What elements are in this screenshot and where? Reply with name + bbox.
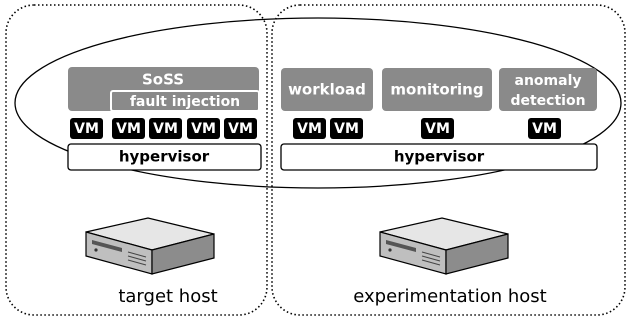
target-host-boundary bbox=[5, 4, 268, 316]
fault-injection-label: fault injection bbox=[130, 94, 240, 110]
monitoring-box bbox=[382, 68, 492, 111]
experimentation-host-label: experimentation host bbox=[353, 286, 546, 307]
svg-text:VM: VM bbox=[532, 121, 557, 137]
server-rack-icon bbox=[85, 217, 215, 275]
vm-box: VM bbox=[187, 118, 220, 139]
svg-text:VM: VM bbox=[153, 121, 178, 137]
vm-box: VM bbox=[149, 118, 182, 139]
workload-box bbox=[281, 68, 373, 111]
vm-box: VM bbox=[528, 118, 561, 139]
anomaly-detection-box bbox=[499, 68, 597, 111]
system-scope-ellipse bbox=[14, 17, 622, 189]
vm-box: VM bbox=[70, 118, 103, 139]
monitoring-label: monitoring bbox=[390, 81, 483, 99]
svg-text:VM: VM bbox=[74, 121, 99, 137]
vm-box: VM bbox=[330, 118, 363, 139]
vm-box: VM bbox=[293, 118, 326, 139]
experimentation-hypervisor-box bbox=[280, 143, 598, 171]
fault-injection-box bbox=[110, 90, 260, 112]
vm-box: VM bbox=[112, 118, 145, 139]
experimentation-hypervisor-label: hypervisor bbox=[394, 148, 485, 166]
target-hypervisor-box bbox=[67, 143, 262, 171]
svg-text:VM: VM bbox=[116, 121, 141, 137]
vm-box: VM bbox=[224, 118, 257, 139]
svg-text:VM: VM bbox=[191, 121, 216, 137]
svg-text:VM: VM bbox=[334, 121, 359, 137]
vm-box: VM bbox=[421, 118, 454, 139]
server-rack-icon bbox=[379, 217, 509, 275]
svg-text:VM: VM bbox=[297, 121, 322, 137]
experimentation-host-boundary bbox=[271, 4, 626, 316]
workload-label: workload bbox=[288, 81, 366, 99]
svg-text:VM: VM bbox=[228, 121, 253, 137]
target-hypervisor-label: hypervisor bbox=[119, 148, 210, 166]
svg-text:VM: VM bbox=[425, 121, 450, 137]
target-host-label: target host bbox=[118, 286, 217, 307]
soss-label: SoSS bbox=[142, 71, 184, 89]
anomaly-detection-label-line2: detection bbox=[510, 93, 585, 109]
anomaly-detection-label-line1: anomaly bbox=[515, 73, 582, 89]
